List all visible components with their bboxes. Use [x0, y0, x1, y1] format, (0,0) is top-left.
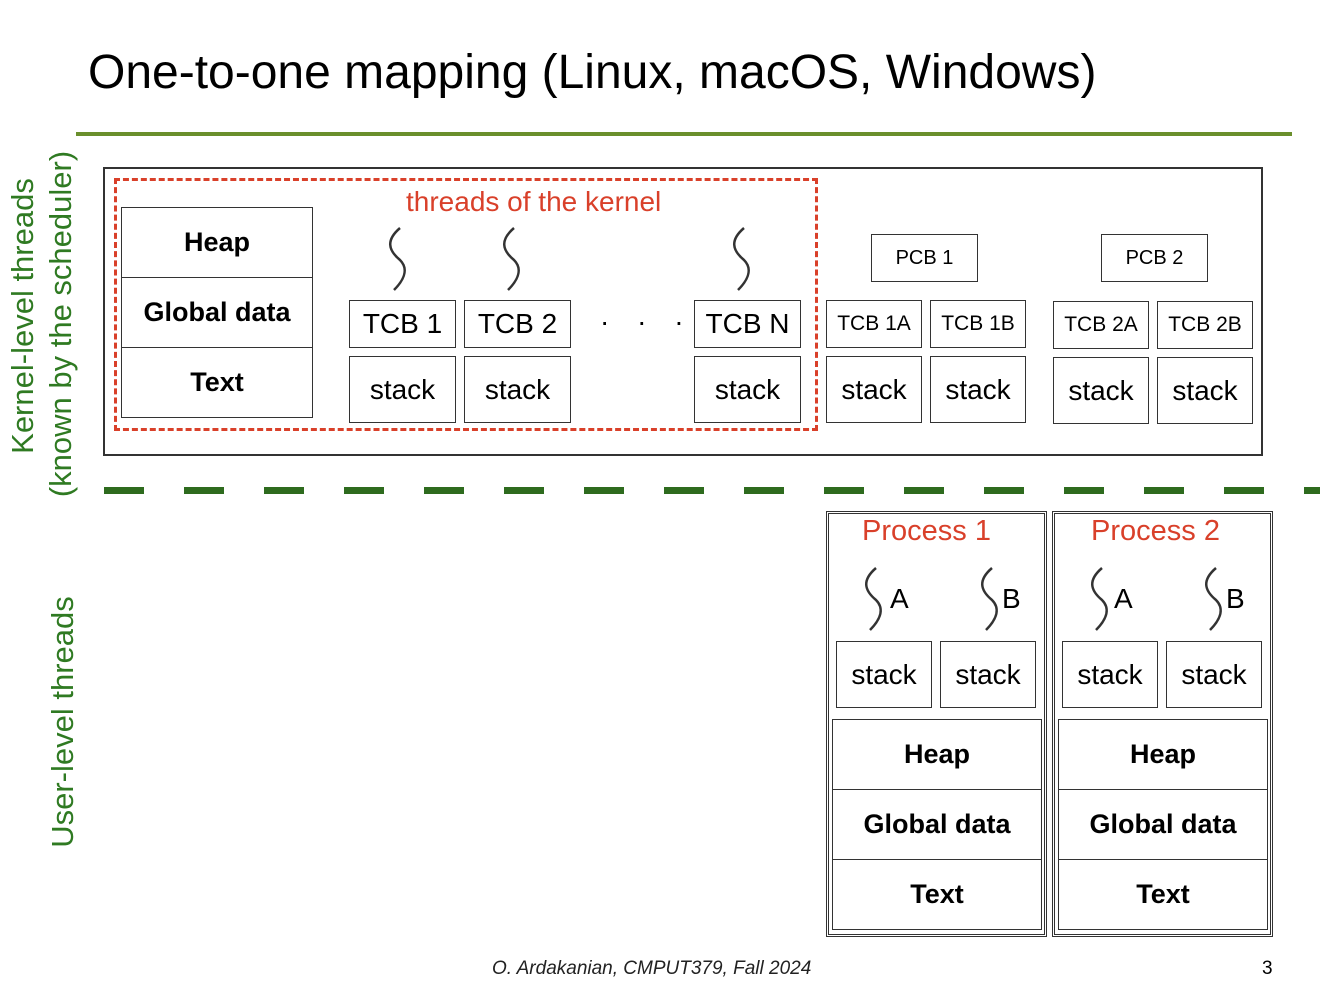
- kernel-memory-segments: Heap Global data Text: [121, 207, 313, 418]
- kernel-level-sublabel: (known by the scheduler): [43, 150, 78, 498]
- tcb-box: TCB 2A: [1053, 301, 1149, 349]
- process-name: Process 1: [862, 515, 991, 547]
- stack-box: stack: [464, 356, 571, 423]
- tcb-box: TCB 1A: [826, 300, 922, 348]
- process-name: Process 2: [1091, 515, 1220, 547]
- tcb-box: TCB 1: [349, 300, 456, 348]
- heap-segment: Heap: [122, 208, 312, 278]
- heap-segment: Heap: [1059, 720, 1267, 790]
- kernel-user-boundary: [104, 487, 1320, 494]
- page-number: 3: [1262, 958, 1273, 979]
- pcb-box: PCB 1: [871, 234, 978, 282]
- global-data-segment: Global data: [1059, 790, 1267, 860]
- tcb-box: TCB 1B: [930, 300, 1026, 348]
- slide-title: One-to-one mapping (Linux, macOS, Window…: [88, 46, 1097, 99]
- text-segment: Text: [1136, 879, 1190, 909]
- thread-squiggle-icon: [1091, 567, 1108, 631]
- stack-box: stack: [826, 356, 922, 423]
- thread-squiggle-icon: [981, 567, 998, 631]
- stack-box: stack: [940, 641, 1036, 708]
- stack-box: stack: [930, 356, 1026, 423]
- stack-box: stack: [1053, 357, 1149, 424]
- ellipsis: · · ·: [600, 306, 694, 337]
- tcb-box: TCB 2: [464, 300, 571, 348]
- process-memory-segments: Heap Global data Text: [1058, 719, 1268, 930]
- global-data-segment: Global data: [833, 790, 1041, 860]
- pcb-box: PCB 2: [1101, 234, 1208, 282]
- user-level-label: User-level threads: [45, 596, 80, 848]
- thread-squiggle-icon: [733, 227, 750, 291]
- stack-box: stack: [694, 356, 801, 423]
- kernel-threads-group: [114, 178, 818, 431]
- kernel-space-frame: [103, 167, 1263, 456]
- thread-squiggle-icon: [1205, 567, 1222, 631]
- text-segment: Text: [190, 367, 244, 397]
- title-divider: [76, 132, 1292, 136]
- thread-id: B: [1226, 583, 1245, 614]
- global-data-segment: Global data: [122, 278, 312, 348]
- thread-squiggle-icon: [865, 567, 882, 631]
- stack-box: stack: [349, 356, 456, 423]
- slide-footer: O. Ardakanian, CMPUT379, Fall 2024: [492, 958, 812, 979]
- stack-box: stack: [1166, 641, 1262, 708]
- kernel-threads-group-label: threads of the kernel: [406, 186, 662, 217]
- stack-box: stack: [1062, 641, 1158, 708]
- thread-squiggle-icon: [389, 227, 406, 291]
- kernel-level-label: Kernel-level threads: [5, 178, 40, 454]
- tcb-box: TCB N: [694, 300, 801, 348]
- heap-segment: Heap: [833, 720, 1041, 790]
- tcb-box: TCB 2B: [1157, 301, 1253, 349]
- text-segment: Text: [910, 879, 964, 909]
- process-memory-segments: Heap Global data Text: [832, 719, 1042, 930]
- stack-box: stack: [1157, 357, 1253, 424]
- thread-squiggle-icon: [503, 227, 520, 291]
- thread-id: A: [1114, 583, 1133, 614]
- thread-id: A: [890, 583, 909, 614]
- thread-id: B: [1002, 583, 1021, 614]
- stack-box: stack: [836, 641, 932, 708]
